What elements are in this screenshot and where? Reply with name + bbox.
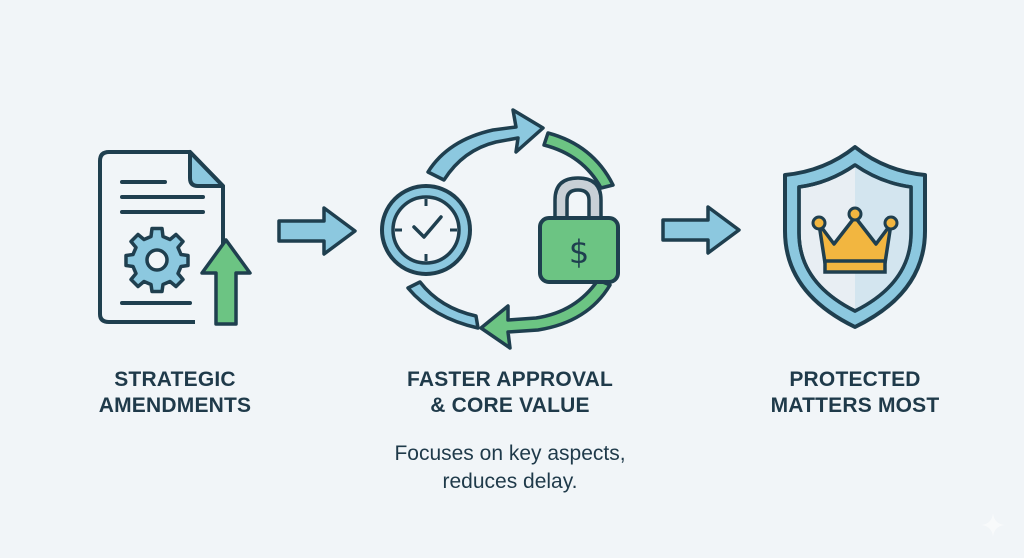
title-line: AMENDMENTS: [98, 394, 252, 417]
svg-text:$: $: [569, 233, 589, 271]
arrow-right-icon: [276, 205, 358, 257]
arrow-right-icon: [660, 204, 742, 256]
document-gear-icon: [95, 148, 255, 328]
title-line: FASTER APPROVAL: [406, 368, 614, 391]
step-description-faster-approval: Focuses on key aspects, reduces delay.: [350, 440, 670, 496]
step-title-protected-matters: PROTECTED MATTERS MOST: [740, 367, 970, 419]
shield-crown-icon: [775, 143, 935, 333]
clock-lock-cycle-icon: $: [378, 100, 648, 350]
title-line: STRATEGIC: [114, 368, 236, 391]
title-line: PROTECTED: [789, 368, 921, 391]
description-line: reduces delay.: [442, 470, 578, 493]
step-title-strategic-amendments: STRATEGIC AMENDMENTS: [60, 367, 290, 419]
step-title-faster-approval: FASTER APPROVAL & CORE VALUE: [370, 367, 650, 419]
title-line: & CORE VALUE: [430, 394, 590, 417]
sparkle-icon: [980, 512, 1006, 538]
description-line: Focuses on key aspects,: [394, 442, 626, 465]
title-line: MATTERS MOST: [770, 394, 940, 417]
